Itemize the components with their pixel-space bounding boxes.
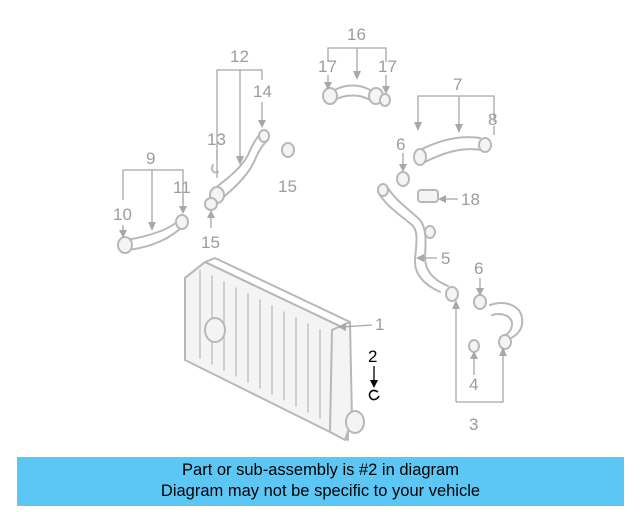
callout-2: 2: [368, 347, 377, 366]
info-banner: Part or sub-assembly is #2 in diagram Di…: [17, 457, 624, 506]
callout-3: 3: [469, 415, 478, 434]
clamp-15-upper: [281, 142, 295, 158]
part-2-clip-icon: [368, 389, 380, 401]
banner-line-disclaimer: Diagram may not be specific to your vehi…: [160, 482, 481, 500]
parts-diagram: 1 2 3 4 5 6 6 7 8 9 10 11 12 13 14 15 15…: [113, 25, 524, 441]
callout-6-upper: 6: [396, 135, 405, 154]
intercooler-assembly: [184, 257, 365, 441]
callout-5: 5: [441, 249, 450, 268]
callout-15-left: 15: [201, 233, 220, 252]
callout-17-left: 17: [318, 57, 337, 76]
hose-16: [322, 84, 391, 107]
callout-9: 9: [146, 149, 155, 168]
pipe-assembly-5-7: [377, 136, 492, 302]
callout-6-lower: 6: [474, 259, 483, 278]
part-2-highlight: [368, 366, 380, 401]
callout-14: 14: [253, 82, 272, 101]
callout-1: 1: [375, 315, 384, 334]
callout-16: 16: [347, 25, 366, 44]
callout-11: 11: [173, 178, 191, 197]
hose-9: [117, 214, 189, 254]
callout-10: 10: [113, 205, 132, 224]
callout-8: 8: [488, 110, 497, 129]
callout-12: 12: [230, 47, 249, 66]
callout-13: 13: [207, 130, 226, 149]
callout-15-right: 15: [278, 177, 297, 196]
callout-4: 4: [469, 375, 478, 394]
callout-7: 7: [453, 75, 462, 94]
callout-labels: 1 2 3 4 5 6 6 7 8 9 10 11 12 13 14 15 15…: [113, 25, 497, 434]
callout-17-right: 17: [378, 57, 397, 76]
leader-lines: [119, 47, 507, 403]
callout-18: 18: [461, 190, 480, 209]
banner-line-part: Part or sub-assembly is #2 in diagram: [182, 461, 459, 479]
hose-3: [468, 294, 524, 353]
